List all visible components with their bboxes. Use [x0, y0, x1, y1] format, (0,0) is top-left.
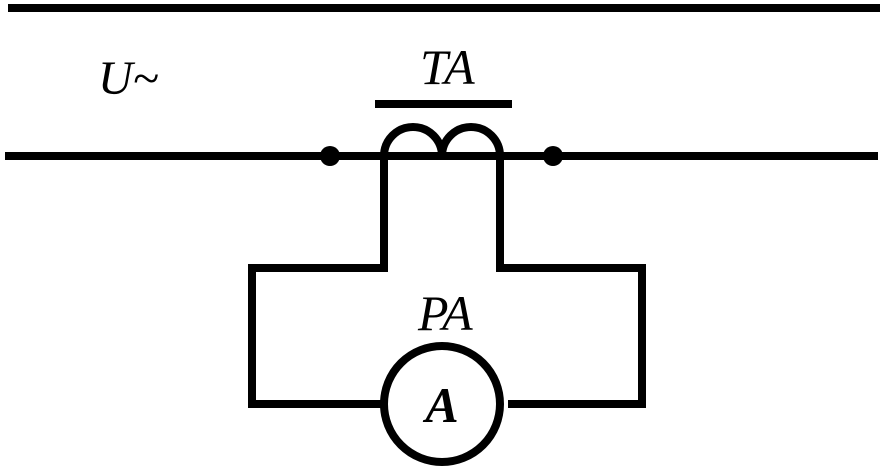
transformer-label: TA [420, 39, 475, 95]
transformer-winding [380, 123, 504, 157]
secondary-circuit-right [496, 156, 646, 408]
left-junction-dot [320, 146, 340, 166]
ammeter-circle [380, 342, 504, 466]
right-junction-dot [543, 146, 563, 166]
ammeter-label: PA [417, 285, 473, 341]
ammeter-symbol: A [422, 377, 458, 433]
supply-label: U~ [98, 52, 159, 105]
secondary-circuit-left [248, 156, 388, 408]
